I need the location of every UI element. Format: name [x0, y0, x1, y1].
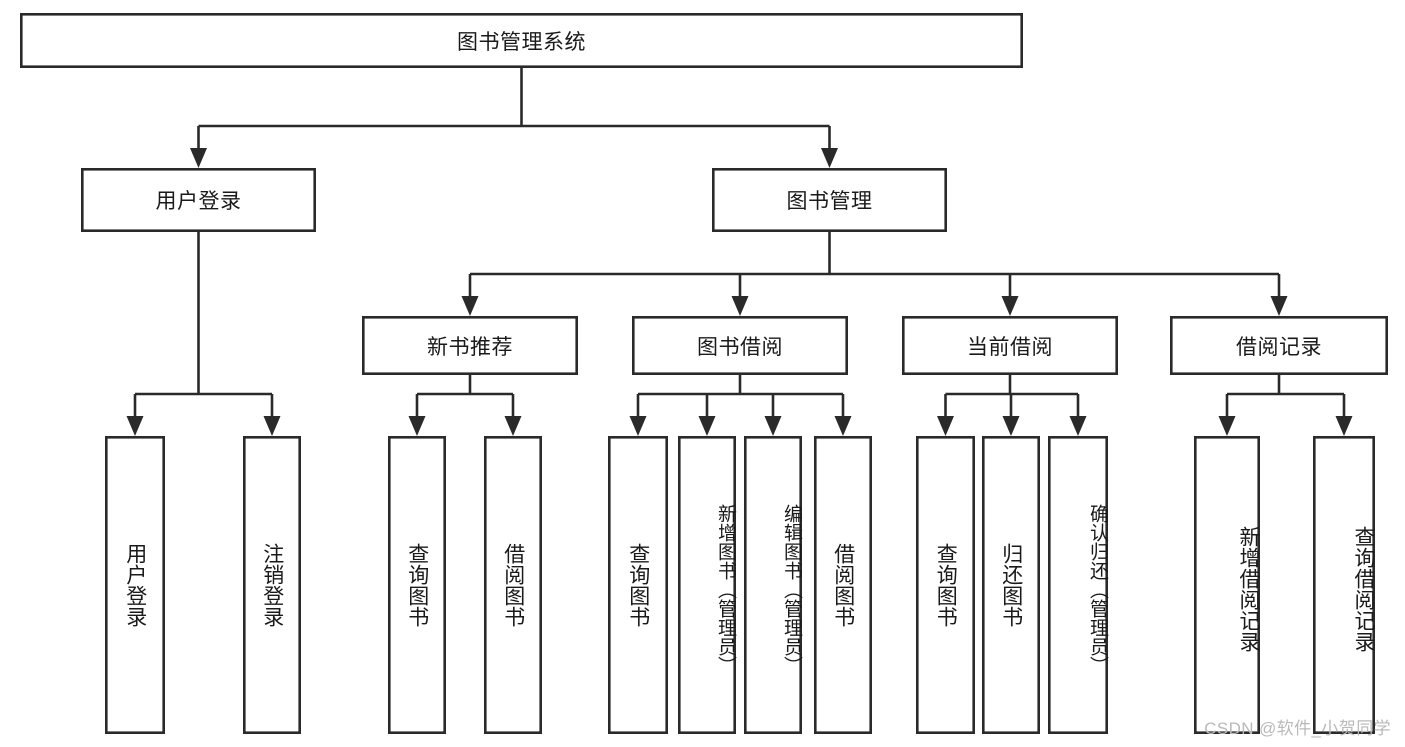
arrow-head-icon	[1218, 416, 1236, 436]
node-box-current-borrow	[901, 315, 1118, 375]
node-box-leaf-confirm-return	[1048, 435, 1109, 734]
node-box-book-manage	[711, 168, 947, 233]
node-box-leaf-borrow-book-2	[813, 435, 872, 734]
node-box-leaf-add-book	[677, 435, 736, 734]
arrow-head-icon	[937, 416, 954, 436]
node-box-user-login	[81, 168, 316, 233]
arrow-head-icon	[1002, 416, 1020, 436]
node-box-leaf-query-book-3	[915, 435, 975, 734]
arrow-head-icon	[126, 416, 144, 436]
arrow-head-icon	[821, 148, 838, 168]
node-box-root	[19, 13, 1024, 69]
node-box-leaf-user-login	[105, 435, 166, 734]
arrow-head-icon	[190, 148, 207, 168]
node-box-leaf-edit-book	[743, 435, 802, 734]
arrow-head-icon	[408, 416, 426, 436]
arrow-head-icon	[1270, 296, 1288, 316]
arrow-head-icon	[629, 416, 647, 436]
arrow-head-icon	[1069, 416, 1087, 436]
arrow-head-icon	[698, 416, 716, 436]
arrow-head-icon	[1001, 296, 1019, 316]
node-box-book-borrow	[631, 315, 848, 375]
node-box-leaf-logout	[243, 435, 302, 734]
nodes-layer	[19, 13, 1389, 734]
node-box-leaf-borrow-book-1	[483, 435, 542, 734]
node-box-leaf-query-book-1	[387, 435, 446, 734]
arrow-head-icon	[263, 416, 281, 436]
node-box-borrow-record	[1170, 315, 1389, 375]
edges-layer	[126, 68, 1353, 436]
arrow-head-icon	[504, 416, 522, 436]
node-box-leaf-query-record	[1313, 435, 1376, 734]
node-box-leaf-add-record	[1194, 435, 1261, 734]
arrow-head-icon	[834, 416, 852, 436]
arrow-head-icon	[1335, 416, 1353, 436]
node-box-new-book-rec	[361, 315, 578, 375]
arrow-head-icon	[764, 416, 782, 436]
arrow-head-icon	[731, 296, 749, 316]
arrow-head-icon	[461, 296, 479, 316]
node-box-leaf-query-book-2	[607, 435, 668, 734]
node-box-leaf-return-book	[981, 435, 1040, 734]
